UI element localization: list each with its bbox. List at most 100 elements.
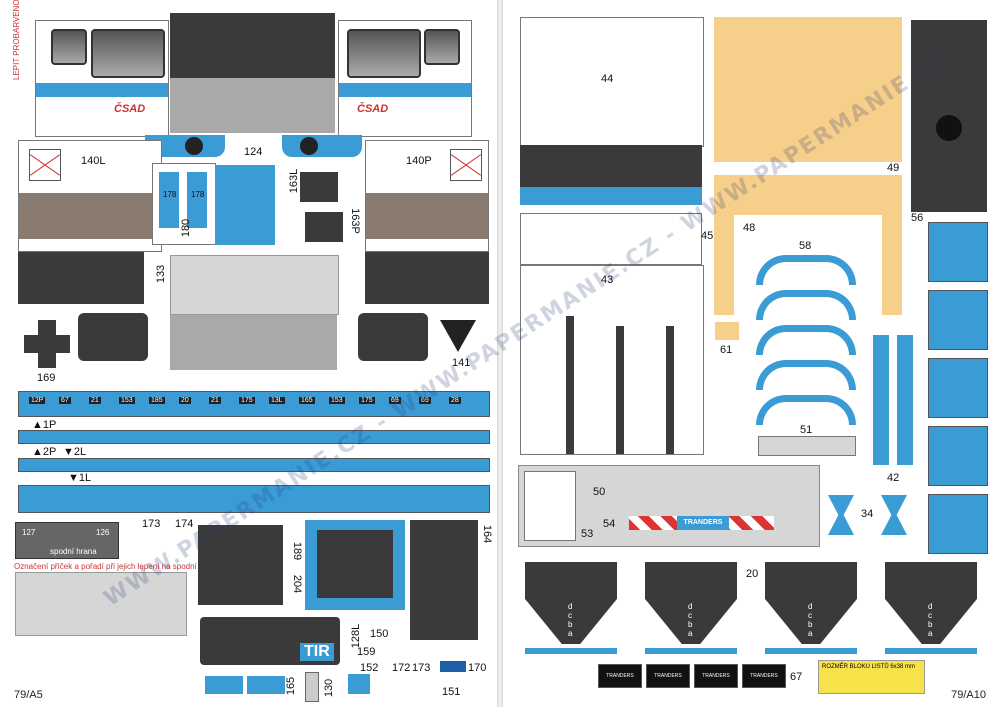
wedge-letter: d <box>808 602 813 611</box>
part-label: ▼1L <box>68 472 92 484</box>
cab-window <box>51 29 87 65</box>
strip-mark: 13L <box>269 397 285 404</box>
page-gutter <box>497 0 503 707</box>
wedge-letter: a <box>928 629 933 638</box>
part-42a <box>873 335 889 465</box>
cab-door-window <box>347 29 421 78</box>
part-label: 128L <box>350 623 363 649</box>
part-label: 178 <box>191 190 205 199</box>
part-label: 178 <box>163 190 177 199</box>
part-45-slats <box>520 213 702 265</box>
cab-side-right: ČSAD <box>338 20 472 137</box>
part-label: 53 <box>581 528 594 540</box>
vertical-note: LEPIT PROBARVENOU LIST <box>12 0 21 80</box>
part-label: 189 <box>291 541 304 561</box>
wheel-arch-right <box>282 135 362 157</box>
blue-stripe <box>339 83 471 97</box>
strip-mark: 67 <box>59 397 71 404</box>
chassis-panel <box>170 315 337 370</box>
part-small <box>247 676 285 694</box>
strip-mark: 21 <box>89 397 101 404</box>
part-45-dark <box>520 145 702 187</box>
part-label: 130 <box>323 678 336 698</box>
part-label: 67 <box>790 671 803 683</box>
arch-58 <box>756 255 856 285</box>
wheel-icon <box>300 137 318 155</box>
part-label: 48 <box>743 222 756 234</box>
part-label: 51 <box>800 424 813 436</box>
wedge-letter: d <box>928 602 933 611</box>
right-page: 44 45 43 49 48 61 56 7 58 51 42 T <box>503 0 1000 707</box>
brand-label: TRANDERS <box>677 516 729 530</box>
part-label: 159 <box>357 646 376 658</box>
part-label: 20 <box>746 568 759 580</box>
part-label: 44 <box>601 73 614 85</box>
cross-window-icon <box>450 149 482 181</box>
part-label: 133 <box>155 264 168 284</box>
page-footer-right: 79/A10 <box>951 689 986 701</box>
bumper-right <box>358 313 428 361</box>
part-141-shape <box>440 320 476 352</box>
strip-mark: 165 <box>299 397 315 404</box>
blue-stripe <box>36 83 168 97</box>
cab-front <box>170 78 335 133</box>
part-56 <box>911 20 987 212</box>
wedge-base <box>525 648 617 654</box>
side-panel <box>928 222 988 282</box>
strip-mark: 69 <box>389 397 401 404</box>
part-label: 174 <box>175 518 194 530</box>
trailer-logo: TRANDERS <box>742 664 786 688</box>
part-small <box>205 676 243 694</box>
part-45-blue <box>520 187 702 205</box>
part-163L <box>300 172 338 202</box>
part-label: ▲1P <box>32 419 57 431</box>
part-label: 163P <box>348 208 361 234</box>
strip-mark: 21 <box>209 397 221 404</box>
block-note-box: ROZMĚR BLOKU LISTŮ 6x38 mm <box>818 660 925 694</box>
cab-door-window <box>91 29 165 78</box>
cab-roof <box>170 13 335 78</box>
part-label: 124 <box>244 146 263 158</box>
tank-panel <box>305 520 405 610</box>
tank-inner <box>317 530 393 598</box>
side-panel <box>928 290 988 350</box>
part-label: 42 <box>887 472 900 484</box>
cross-member-layout <box>15 572 187 636</box>
wedge-letter: c <box>808 611 812 620</box>
tir-label: TIR <box>300 643 334 661</box>
wedge-letter: a <box>568 629 573 638</box>
part-42b <box>897 335 913 465</box>
wedge-letter: d <box>688 602 693 611</box>
part-label: 180 <box>180 218 193 238</box>
cross-window-icon <box>29 149 61 181</box>
wedge-letter: a <box>808 629 813 638</box>
part-178b <box>187 172 207 228</box>
arch-58 <box>756 360 856 390</box>
part-label: 152 <box>360 662 379 674</box>
grille-left <box>18 252 144 304</box>
part-label: 173 <box>412 662 431 674</box>
strip-mark: 175 <box>239 397 255 404</box>
spare-wheel-icon <box>936 115 962 141</box>
part-label: 58 <box>799 240 812 252</box>
strip-mark: 28 <box>449 397 461 404</box>
post <box>666 326 674 454</box>
part-61 <box>715 322 739 340</box>
trailer-logo: TRANDERS <box>598 664 642 688</box>
part-label: 164 <box>481 524 494 544</box>
wedge-base <box>645 648 737 654</box>
part-label: 50 <box>593 486 606 498</box>
tarp-49 <box>714 17 902 162</box>
part-163P <box>305 212 343 242</box>
strip-mark: 69 <box>419 397 431 404</box>
wedge-letter: b <box>808 620 813 629</box>
wedge-base <box>765 648 857 654</box>
part-label: 56 <box>911 212 924 224</box>
part-label: 172 <box>392 662 411 674</box>
cab-side-left: ČSAD <box>35 20 169 137</box>
wedge-letter: d <box>568 602 573 611</box>
block-note: ROZMĚR BLOKU LISTŮ 6x38 mm <box>822 664 916 670</box>
chassis-strip-bottom <box>18 485 490 513</box>
part-50-sheet: TRANDERS <box>518 465 820 547</box>
csad-logo: ČSAD <box>114 103 146 115</box>
